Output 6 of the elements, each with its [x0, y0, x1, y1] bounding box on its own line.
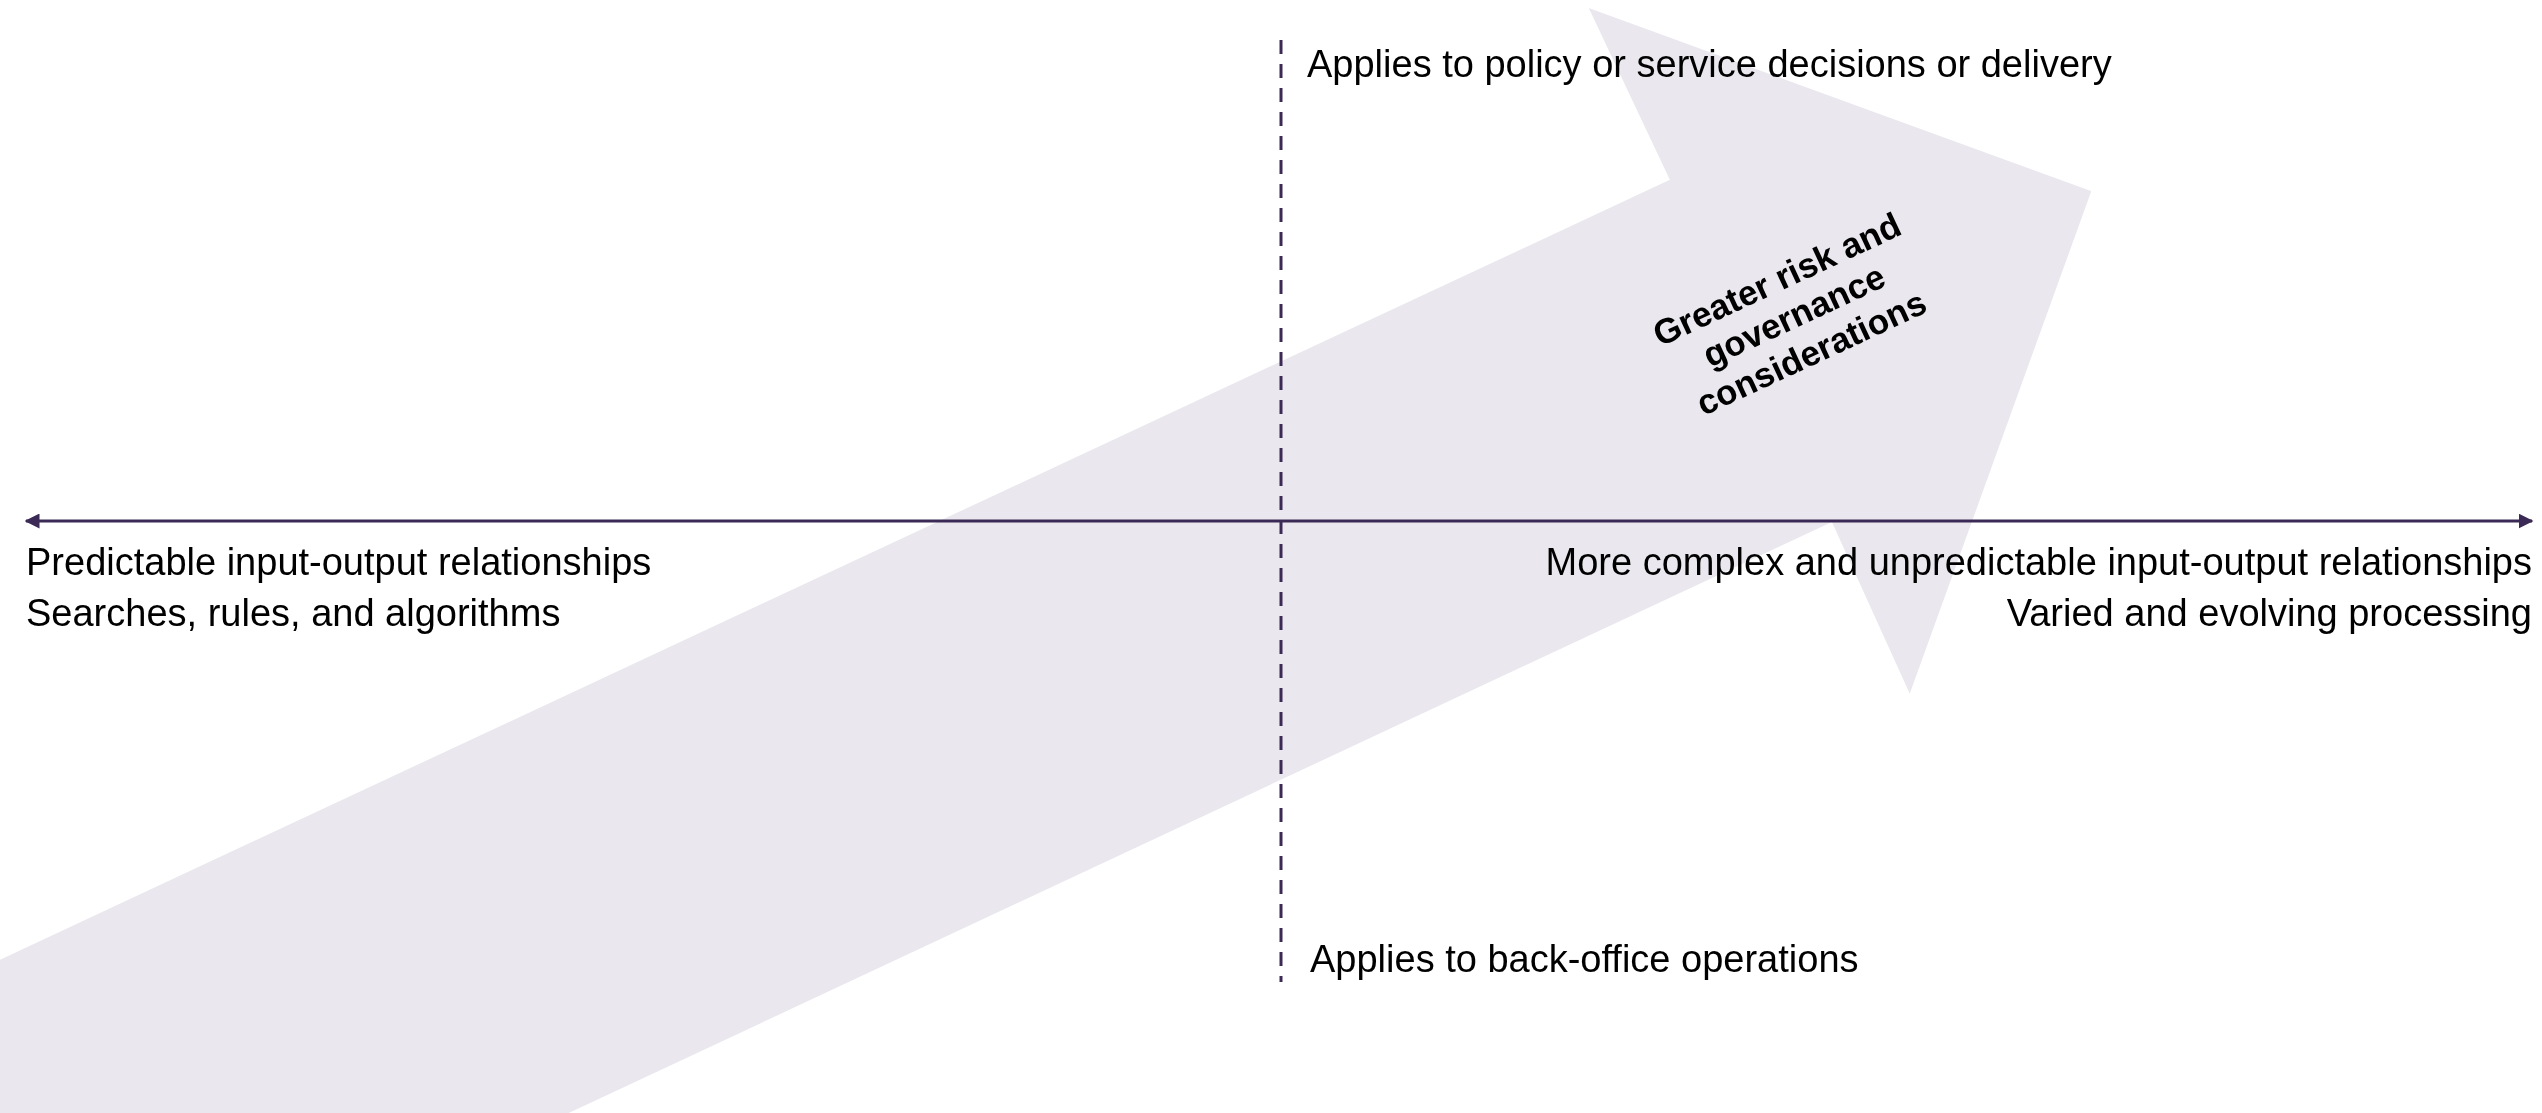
axis-label: Varied and evolving processing	[2006, 592, 2532, 636]
quadrant-note: Applies to back-office operations	[1310, 938, 1859, 982]
axis-label: More complex and unpredictable input-output relationships	[1545, 541, 2532, 585]
axis-label: Predictable input-output relationships	[26, 541, 652, 585]
axis-label: Searches, rules, and algorithms	[26, 592, 561, 636]
quadrant-note: Applies to policy or service decisions or delivery	[1307, 43, 2112, 87]
